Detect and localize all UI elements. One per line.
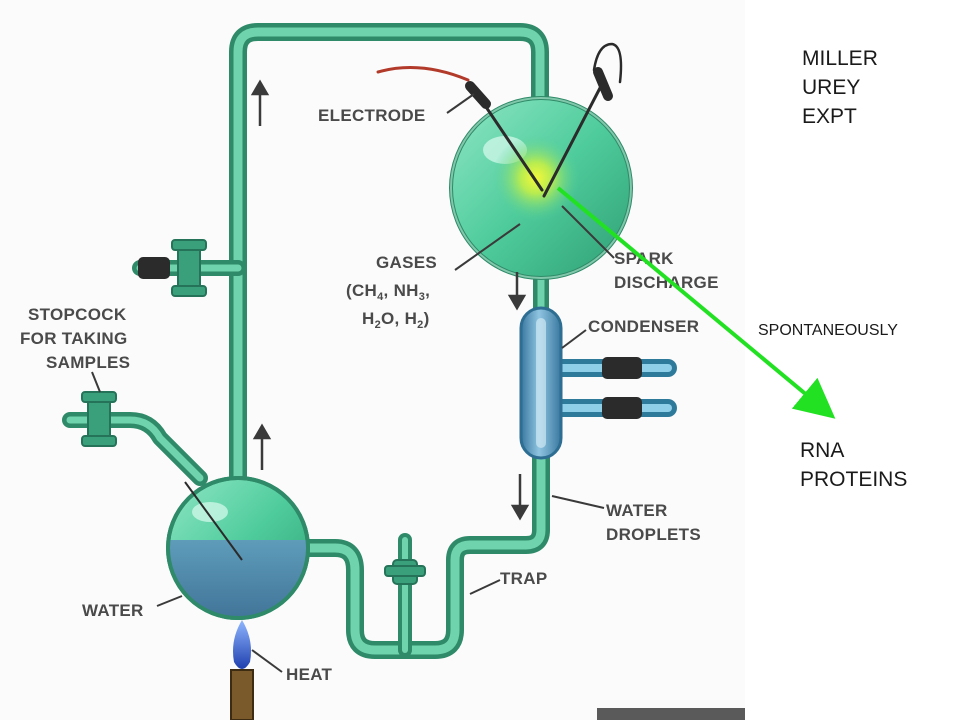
flow-arrows	[250, 79, 530, 521]
green-arrow	[556, 186, 836, 419]
label-stopcock-2: FOR TAKING	[20, 329, 128, 348]
label-trap: TRAP	[500, 569, 547, 588]
lower-flask	[166, 476, 310, 620]
spontaneously-note: SPONTANEOUSLY	[758, 322, 898, 339]
stopcock-upper	[171, 239, 207, 297]
stopcock-sampling	[81, 391, 117, 447]
footer-bar	[597, 708, 745, 720]
title-line-3: EXPT	[802, 105, 857, 128]
result-note: RNA PROTEINS	[800, 436, 907, 494]
stopcock-trap	[384, 559, 426, 585]
label-gases-formula-1: (CH4, NH3,	[346, 281, 430, 303]
label-water: WATER	[82, 601, 144, 620]
spark-glow	[492, 134, 580, 222]
label-stopcock-1: STOPCOCK	[28, 305, 127, 324]
flame	[233, 620, 251, 669]
label-water-droplets-1: WATER	[606, 501, 668, 520]
label-water-droplets-2: DROPLETS	[606, 525, 701, 544]
condenser	[519, 306, 563, 460]
diagram-labels: ELECTRODE GASES (CH4, NH3, H2O, H2) SPAR…	[20, 106, 719, 684]
label-gases-formula-2: H2O, H2)	[362, 309, 430, 331]
experiment-title: MILLER UREY EXPT	[802, 44, 878, 131]
label-gases: GASES	[376, 253, 437, 272]
leader-lines	[91, 93, 615, 673]
result-line-1: RNA	[800, 439, 845, 462]
tube-connectors	[138, 257, 642, 419]
label-stopcock-3: SAMPLES	[46, 353, 130, 372]
electrodes	[376, 42, 623, 198]
label-heat: HEAT	[286, 665, 333, 684]
label-discharge: DISCHARGE	[614, 273, 719, 292]
burner	[230, 620, 254, 720]
burner-base	[230, 669, 254, 720]
label-condenser: CONDENSER	[588, 317, 699, 336]
label-electrode: ELECTRODE	[318, 106, 426, 125]
title-line-1: MILLER	[802, 47, 878, 70]
result-line-2: PROTEINS	[800, 468, 908, 491]
title-line-2: UREY	[802, 76, 861, 99]
